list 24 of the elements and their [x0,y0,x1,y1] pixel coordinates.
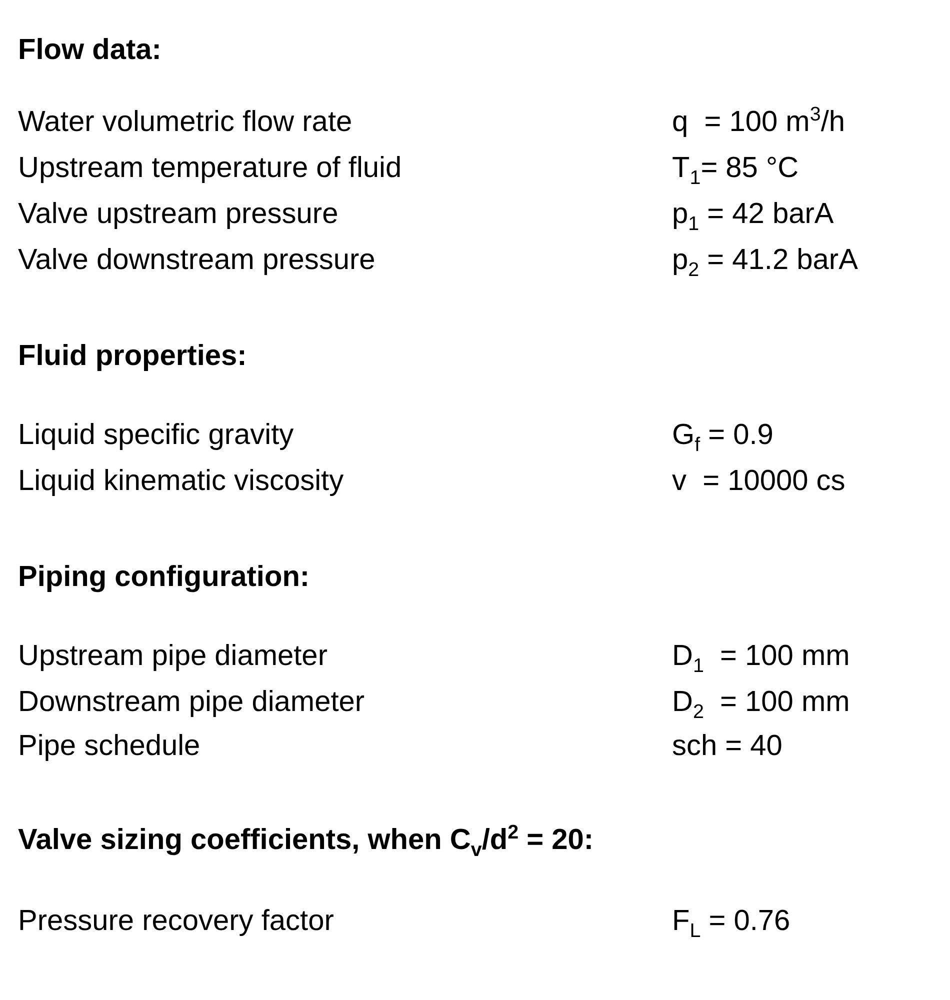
parameter-name: Valve downstream pressure [18,243,376,278]
parameter-name: Liquid kinematic viscosity [18,464,344,499]
section-heading: Fluid properties: [18,339,247,374]
parameter-value: sch = 40 [672,729,782,764]
parameter-value: p$_{1}$ = 42 barA [672,197,834,232]
parameter-name: Upstream pipe diameter [18,639,328,674]
parameter-name: Downstream pipe diameter [18,685,365,720]
parameter-name: Pressure recovery factor [18,904,334,939]
parameter-value: q = 100 m$^{3}$/h [672,104,845,140]
parameter-value: G$_{f}$ = 0.9 [672,418,774,453]
parameter-name: Water volumetric flow rate [18,105,352,140]
section-heading: Flow data: [18,33,162,68]
parameter-name: Upstream temperature of fluid [18,151,402,186]
parameter-name: Liquid specific gravity [18,418,294,453]
parameter-name: Valve upstream pressure [18,197,338,232]
parameter-value: v = 10000 cs [672,464,846,499]
parameter-name: Pipe schedule [18,729,200,764]
section-heading: Valve sizing coefficients, when C$_{v}$/d$^{2}$ = 20: [18,822,594,858]
parameter-value: D$_{2}$ = 100 mm [672,685,850,720]
parameter-value: F$_{L}$ = 0.76 [672,904,790,939]
section-heading: Piping configuration: [18,560,310,595]
parameter-value: D$_{1}$ = 100 mm [672,639,850,674]
parameter-value: T$_{1}$= 85 °C [672,151,799,186]
parameter-value: p$_{2}$ = 41.2 barA [672,243,858,278]
